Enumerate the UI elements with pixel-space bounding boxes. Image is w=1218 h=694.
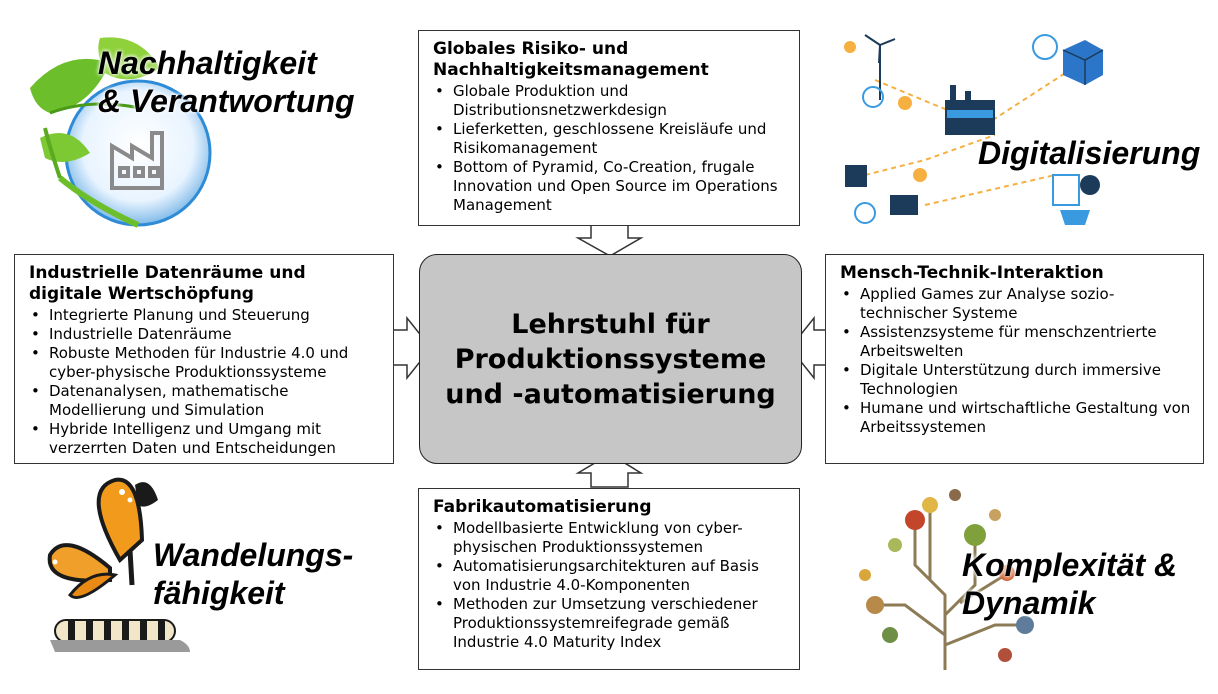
box-human-technology-interaction: Mensch-Technik-Interaktion Applied Games… <box>825 254 1204 464</box>
center-title: Lehrstuhl für Produktionssysteme und -au… <box>445 308 776 410</box>
list-item: Integrierte Planung und Steuerung <box>31 306 383 325</box>
box-industrial-data-spaces: Industrielle Datenräume und digitale Wer… <box>14 254 394 464</box>
circuit-tree-illustration <box>859 489 1034 670</box>
center-chair-box: Lehrstuhl für Produktionssysteme und -au… <box>419 254 802 464</box>
list-item: Automatisierungsarchitekturen auf Basis … <box>435 557 789 595</box>
box-factory-automation: Fabrikautomatisierung Modellbasierte Ent… <box>418 488 800 670</box>
list-item: Datenanalysen, mathematische Modellierun… <box>31 382 383 420</box>
list-item: Methoden zur Umsetzung verschiedener Pro… <box>435 595 789 652</box>
box-left-list: Integrierte Planung und Steuerung Indust… <box>29 306 383 458</box>
digital-factory-network-illustration <box>844 34 1104 225</box>
box-right-title: Mensch-Technik-Interaktion <box>840 263 1104 283</box>
list-item: Bottom of Pyramid, Co-Creation, frugale … <box>435 158 789 215</box>
list-item: Robuste Methoden für Industrie 4.0 und c… <box>31 344 383 382</box>
theme-adaptability-label: Wandelungs- fähigkeit <box>153 537 354 611</box>
list-item: Modellbasierte Entwicklung von cyber-phy… <box>435 519 789 557</box>
list-item: Lieferketten, geschlossene Kreisläufe un… <box>435 120 789 158</box>
theme-digitalization-label: Digitalisierung <box>978 135 1201 171</box>
list-item: Assistenzsysteme für menschzentrierte Ar… <box>842 323 1193 361</box>
box-right-list: Applied Games zur Analyse sozio-technisc… <box>840 285 1193 437</box>
list-item: Globale Produktion und Distributionsnetz… <box>435 82 789 120</box>
box-top-list: Globale Produktion und Distributionsnetz… <box>433 82 789 215</box>
list-item: Industrielle Datenräume <box>31 325 383 344</box>
theme-sustainability-label: Nachhaltigkeit & Verantwortung <box>98 45 355 119</box>
theme-complexity-label: Komplexität & Dynamik <box>962 547 1178 621</box>
box-global-risk-sustainability: Globales Risiko- und Nachhaltigkeitsmana… <box>418 30 800 226</box>
list-item: Humane und wirtschaftliche Gestaltung vo… <box>842 399 1193 437</box>
box-top-title: Globales Risiko- und Nachhaltigkeitsmana… <box>433 39 709 80</box>
leaf-factory-illustration <box>30 37 212 228</box>
list-item: Digitale Unterstützung durch immersive T… <box>842 361 1193 399</box>
list-item: Hybride Intelligenz und Umgang mit verze… <box>31 420 383 458</box>
box-bottom-title: Fabrikautomatisierung <box>433 497 652 517</box>
box-left-title: Industrielle Datenräume und digitale Wer… <box>29 263 306 304</box>
butterfly-caterpillar-illustration <box>47 477 190 652</box>
box-bottom-list: Modellbasierte Entwicklung von cyber-phy… <box>433 519 789 652</box>
arrow-down-top <box>575 223 644 257</box>
list-item: Applied Games zur Analyse sozio-technisc… <box>842 285 1193 323</box>
